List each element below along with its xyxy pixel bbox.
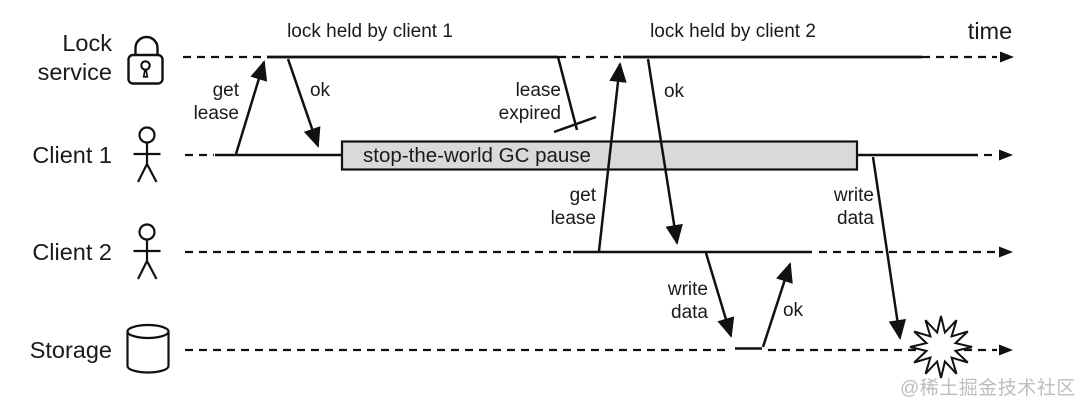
row-label-client2: Client 2 <box>32 239 112 265</box>
client1-timeline <box>185 149 1013 161</box>
expired-cross-icon <box>553 115 597 134</box>
lock-service-timeline <box>183 51 1014 63</box>
crash-starburst-icon <box>909 315 973 379</box>
row-label-client1: Client 1 <box>32 142 112 168</box>
time-axis-label: time <box>967 18 1013 44</box>
time-arrowhead <box>999 149 1013 161</box>
ok-1-arrow <box>286 58 321 148</box>
write-data-1-arrow <box>871 156 906 340</box>
padlock-icon <box>127 35 164 85</box>
get-lease-1-arrow <box>234 60 268 155</box>
row-label-lock-service: Lock service <box>37 30 112 85</box>
ok-storage-label: ok <box>782 300 804 321</box>
ok-2-label: ok <box>663 81 685 102</box>
timelines <box>183 51 1014 356</box>
gc-pause-label: stop-the-world GC pause <box>363 144 591 167</box>
time-arrowhead <box>999 344 1013 356</box>
storage-timeline <box>185 344 1013 356</box>
person-icon <box>133 126 161 183</box>
write-data-2-arrow <box>704 252 735 338</box>
lock-held-client2-label: lock held by client 2 <box>650 21 816 42</box>
message-arrows <box>234 58 906 348</box>
ok-1-label: ok <box>309 80 331 101</box>
client2-timeline <box>185 246 1013 258</box>
lease-expired-mark <box>553 56 597 134</box>
gc-pause-box <box>340 140 859 171</box>
time-arrowhead <box>999 246 1013 258</box>
write-data-2-label: write data <box>667 279 708 323</box>
get-lease-2-arrow <box>597 62 627 252</box>
write-data-1-label: write data <box>833 185 874 229</box>
lock-held-client1-label: lock held by client 1 <box>287 21 453 42</box>
ok-storage-arrow <box>761 262 793 348</box>
row-label-storage: Storage <box>29 337 112 363</box>
ok-2-arrow <box>646 58 683 245</box>
get-lease-2-label: get lease <box>550 185 596 229</box>
time-arrowhead <box>1000 51 1014 63</box>
get-lease-1-label: get lease <box>193 80 239 124</box>
person-icon <box>133 223 161 280</box>
lease-expired-label: lease expired <box>498 80 561 124</box>
watermark: @稀土掘金技术社区 <box>900 378 1076 399</box>
database-cylinder-icon <box>126 323 170 374</box>
